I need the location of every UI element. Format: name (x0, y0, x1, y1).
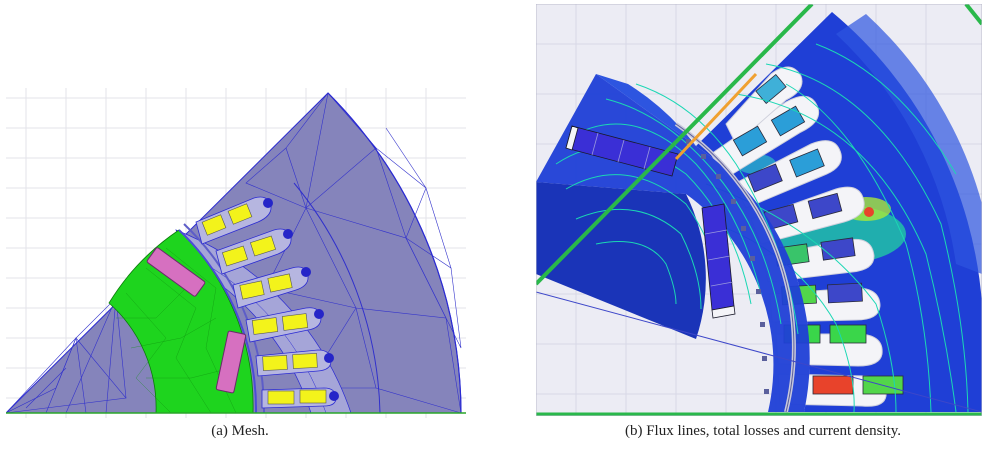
caption-b: (b) Flux lines, total losses and current… (624, 423, 902, 439)
subfigure-flux (536, 4, 982, 416)
flux-plot (536, 4, 982, 416)
caption-a: (a) Mesh. (211, 423, 269, 439)
subfigure-mesh (6, 88, 466, 418)
mesh-plot (6, 88, 466, 418)
